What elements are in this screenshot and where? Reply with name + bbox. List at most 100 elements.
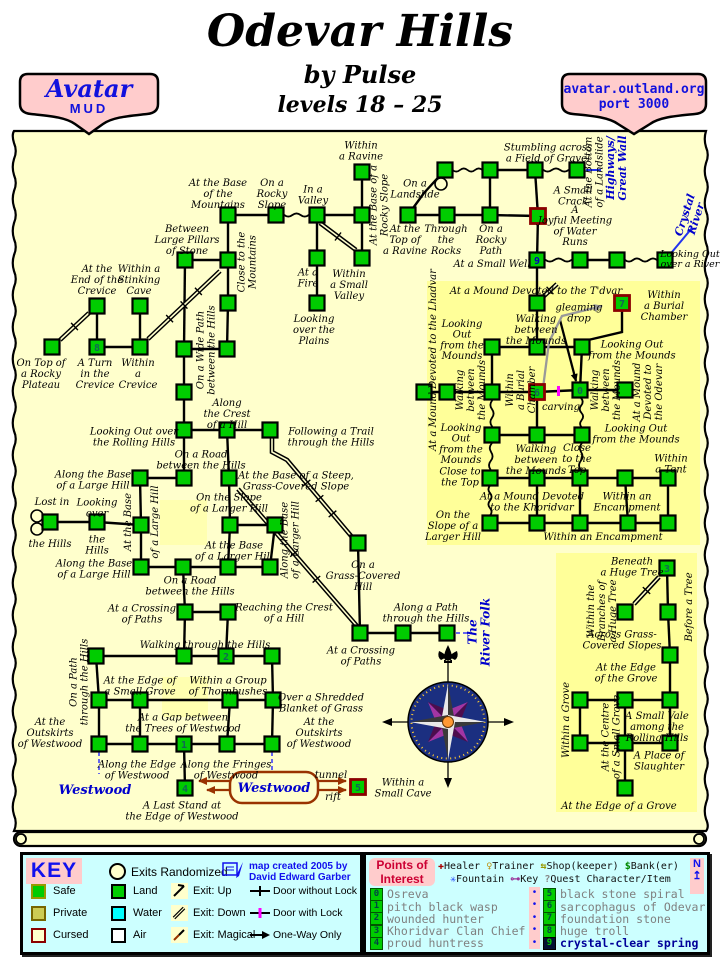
map-label: Close to theMountains — [236, 232, 258, 293]
highlight-area — [160, 500, 207, 545]
room-square — [219, 251, 237, 269]
river-link — [671, 227, 693, 253]
room-square — [608, 251, 626, 269]
map-label: On a Wide Pathbetween the Hills — [195, 305, 217, 394]
poi-number-icon: 9 — [543, 936, 556, 950]
map-label: At a Mound Devoted to the T'dvar — [449, 286, 623, 297]
poi-item-name: huge troll — [560, 923, 630, 938]
air-label: Air — [133, 929, 147, 941]
room-square — [353, 163, 371, 181]
poi-legend-row2: ✳Fountain ⊶Key ?Quest Character/Item — [450, 874, 671, 885]
room-square — [88, 513, 106, 531]
mud-label: MUD — [70, 101, 109, 116]
room-square — [90, 691, 108, 709]
map-edge — [583, 311, 624, 343]
exit-magical-label: Exit: Magical — [193, 929, 256, 941]
water-room-icon — [111, 906, 126, 921]
map-label: At a Small Well — [452, 259, 530, 270]
room-square — [619, 514, 637, 532]
safe-room-icon — [31, 884, 46, 899]
room-square — [218, 421, 236, 439]
map-label: At the Edge of a Grove — [560, 801, 676, 812]
map-label: Highways/Great Wall — [604, 135, 629, 200]
room-square — [175, 340, 193, 358]
map-credit-icon — [222, 862, 243, 878]
water-label: Water — [133, 907, 162, 919]
room-square — [661, 734, 679, 752]
land-room-icon — [111, 884, 126, 899]
room-square — [658, 559, 676, 577]
map-label: At a Mound Devoted to the Lhadvar — [428, 268, 439, 452]
key-icon: ⊶ — [510, 874, 521, 885]
map-label: the Hills — [28, 539, 71, 550]
room-square — [174, 558, 192, 576]
room-square — [661, 691, 679, 709]
room-square — [438, 383, 456, 401]
room-square — [616, 734, 634, 752]
cursed-room-square — [349, 778, 367, 796]
private-label: Private — [53, 907, 88, 919]
poi-item-name: sarcophagus of Odevar — [560, 899, 706, 914]
room-square — [616, 691, 634, 709]
map-label: Before a Tree — [684, 572, 695, 642]
safe-label: Safe — [53, 885, 76, 897]
room-square — [571, 514, 589, 532]
avatar-mud-shield — [18, 72, 160, 136]
poi-item-name: foundation stone — [560, 911, 671, 926]
room-square — [221, 691, 239, 709]
gleaming-drop-path — [541, 304, 603, 389]
mud-address: avatar.outland.org — [564, 82, 705, 97]
room-number: 4 — [182, 784, 188, 795]
air-room-icon — [111, 928, 126, 943]
room-square — [399, 206, 417, 224]
room-number: 1 — [181, 740, 187, 751]
room-square — [353, 249, 371, 267]
locked-door-icon — [250, 908, 270, 918]
room-square — [528, 514, 546, 532]
room-square — [219, 206, 237, 224]
room-square — [571, 691, 589, 709]
room-square — [90, 735, 108, 753]
room-square — [659, 514, 677, 532]
map-label: Within theBranches ofa Huge Tree — [586, 578, 619, 642]
map-label: At the Centreof a Small Grove — [600, 695, 622, 779]
room-square — [176, 603, 194, 621]
room-square — [132, 558, 150, 576]
map-label: TheRiver Folk — [465, 598, 492, 667]
map-label: At the Base of aRocky Slope — [368, 165, 390, 246]
north-indicator: N↥ — [690, 858, 704, 894]
key-title: KEY — [26, 858, 82, 884]
room-square — [616, 469, 634, 487]
poi-number-icon: 2 — [370, 912, 383, 926]
westwood-box — [228, 770, 320, 805]
poi-item-name: pitch black wasp — [387, 899, 498, 914]
room-square — [528, 426, 546, 444]
cursed-label: Cursed — [53, 929, 89, 941]
